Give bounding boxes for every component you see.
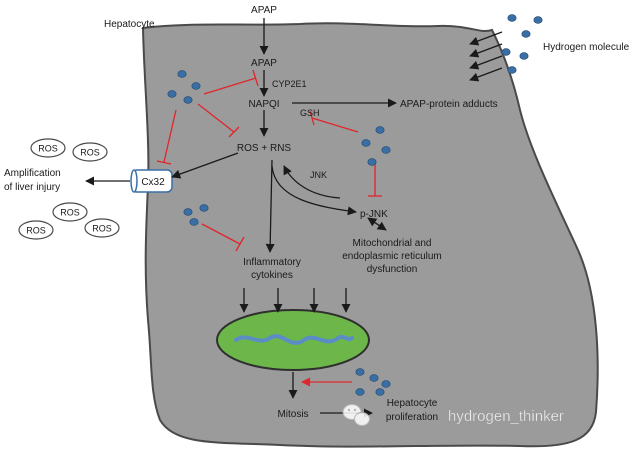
label-amplification-2: of liver injury — [4, 182, 60, 193]
label-ros-rns: ROS + RNS — [237, 143, 292, 154]
inhibit-cx32 — [163, 109, 177, 163]
hydrogen-molecule — [381, 146, 391, 154]
ros-bubble-label: ROS — [26, 226, 46, 236]
hydrogen-molecules — [167, 14, 543, 396]
arrow-hydrogen-in-2 — [469, 43, 503, 58]
label-hydrogen: Hydrogen molecule — [543, 42, 630, 53]
ros-bubble: ROS — [84, 218, 120, 238]
hepatocyte-cell — [141, 22, 599, 448]
hydrogen-molecule — [381, 380, 391, 388]
ros-bubble-label: ROS — [38, 144, 58, 154]
label-napqi: NAPQI — [248, 99, 279, 110]
label-apap-top: APAP — [251, 5, 277, 16]
label-cyp2e1: CYP2E1 — [272, 79, 307, 89]
label-gsh: GSH — [300, 108, 320, 118]
hydrogen-molecule — [199, 204, 209, 212]
inhibit-cytokines — [201, 223, 241, 245]
ros-bubble: ROS — [52, 202, 88, 222]
inhibit-cyp2e1 — [203, 77, 257, 95]
arrow-ros-cx32 — [171, 152, 239, 179]
chromatin — [234, 334, 354, 345]
arrow-ros-pjnk — [271, 165, 357, 216]
ros-bubble-label: ROS — [60, 208, 80, 218]
arrow-pjnk-mito — [367, 217, 387, 231]
inhibition-lines — [156, 69, 382, 252]
arrow-hydrogen-in-4 — [469, 67, 503, 82]
label-apap-inside: APAP — [251, 58, 277, 69]
label-cx32: Cx32 — [141, 177, 165, 188]
label-mito-2: endoplasmic reticulum — [342, 251, 442, 262]
hydrogen-molecule — [177, 70, 187, 78]
nucleus — [216, 309, 370, 371]
label-jnk: JNK — [310, 170, 327, 180]
label-proliferation-2: proliferation — [386, 412, 438, 423]
hydrogen-molecule — [355, 368, 365, 376]
ros-bubble-label: ROS — [92, 224, 112, 234]
hydrogen-molecule — [355, 388, 365, 396]
black-arrows — [85, 18, 503, 418]
hydrogen-molecule — [375, 126, 385, 134]
arrow-hydrogen-in-3 — [469, 55, 503, 70]
inhibit-ros — [197, 103, 235, 133]
hydrogen-molecule — [183, 96, 193, 104]
hydrogen-molecule — [507, 66, 517, 74]
hydrogen-molecule — [501, 48, 511, 56]
label-amplification-1: Amplification — [4, 168, 61, 179]
hydrogen-molecule — [521, 30, 531, 38]
label-mito-1: Mitochondrial and — [353, 238, 432, 249]
label-mito-3: dysfunction — [367, 264, 418, 275]
watermark: hydrogen_thinker — [342, 404, 564, 426]
cx32-channel — [130, 169, 173, 193]
ros-bubbles: ROS ROS ROS ROS ROS — [18, 138, 120, 240]
arrow-pjnk-ros — [283, 165, 341, 199]
watermark-text: hydrogen_thinker — [448, 408, 564, 425]
hydrogen-molecule — [191, 82, 201, 90]
inhibit-adducts — [311, 117, 359, 133]
label-cytokines-2: cytokines — [251, 270, 293, 281]
hydrogen-molecule — [361, 139, 371, 147]
wechat-icon — [342, 404, 370, 426]
label-adducts: APAP-protein adducts — [400, 99, 498, 110]
arrow-hydrogen-in-1 — [469, 31, 503, 46]
hydrogen-molecule — [183, 208, 193, 216]
hydrogen-molecule — [533, 16, 543, 24]
label-proliferation-1: Hepatocyte — [387, 398, 438, 409]
label-pjnk: p-JNK — [360, 209, 388, 220]
hydrogen-molecule — [375, 388, 385, 396]
ros-bubble: ROS — [30, 138, 66, 158]
ros-bubble-label: ROS — [80, 148, 100, 158]
hydrogen-molecule — [369, 374, 379, 382]
ros-bubble: ROS — [18, 220, 54, 240]
ros-bubble: ROS — [72, 142, 108, 162]
label-cytokines-1: Inflammatory — [243, 257, 301, 268]
hydrogen-molecule — [189, 218, 199, 226]
arrow-ros-cytokines — [265, 159, 275, 253]
hydrogen-molecule — [367, 158, 377, 166]
label-mitosis: Mitosis — [277, 409, 308, 420]
label-hepatocyte: Hepatocyte — [104, 19, 155, 30]
hydrogen-molecule — [507, 14, 517, 22]
hydrogen-molecule — [167, 90, 177, 98]
hydrogen-molecule — [519, 52, 529, 60]
